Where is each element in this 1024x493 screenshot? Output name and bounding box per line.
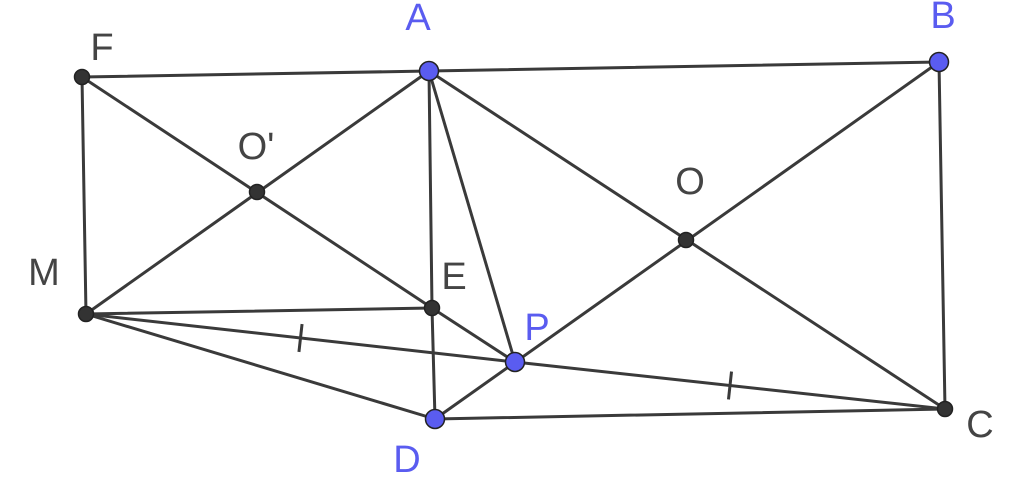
segment-m-d [84,312,437,421]
equal-mark-m-p [297,323,304,353]
segment-e-d [430,306,437,421]
label-c: C [966,404,993,446]
label-e: E [441,256,466,298]
segment-f-a [80,69,431,79]
point-d[interactable] [424,408,446,430]
label-o-prime: O' [238,126,275,168]
segment-b-c [937,60,947,411]
label-f: F [90,27,113,69]
point-p[interactable] [504,351,526,373]
label-d: D [393,439,420,481]
label-b: B [930,0,955,37]
segment-a-e [427,69,434,310]
point-c [936,400,954,418]
point-f [73,68,91,86]
segment-c-d [433,407,947,421]
label-m: M [28,252,60,294]
point-m [77,305,95,323]
label-a: A [405,0,431,39]
segment-a-b [427,60,941,73]
point-b[interactable] [928,51,950,73]
point-o [677,231,695,249]
segment-e-p [430,306,517,364]
segment-m-e [84,306,434,316]
label-p: P [524,307,549,349]
point-e [423,299,441,317]
point-a[interactable] [418,60,440,82]
labels-layer: A B C D P E O O' F M [28,0,994,481]
points-layer [73,51,954,430]
segment-a-p [427,69,517,364]
equal-length-marks-layer [297,323,734,400]
point-o-prime [248,183,266,201]
label-o: O [675,161,705,203]
equal-mark-p-c [726,371,734,400]
segment-f-m [80,75,88,316]
